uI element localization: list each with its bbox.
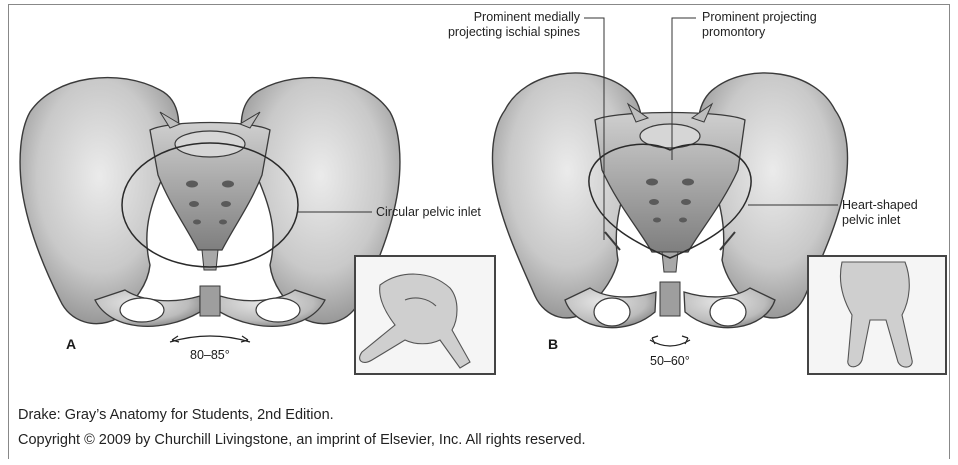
circular-inlet-label: Circular pelvic inlet [376,205,481,220]
caption-copyright: Copyright © 2009 by Churchill Livingston… [18,432,586,448]
subpubic-angle-arc [170,336,250,342]
panel-letter-b: B [548,336,558,352]
pubic-symphysis [660,282,680,316]
female-pelvis [20,78,400,342]
caption-source: Drake: Gray’s Anatomy for Students, 2nd … [18,407,334,423]
l5-vertebral-body [175,131,245,157]
ischial-spines-label: Prominent medially projecting ischial sp… [448,10,580,40]
left-obturator-foramen [594,298,630,326]
pubic-symphysis [200,286,220,316]
male-pelvis [492,73,847,346]
subpubic-angle-arc [650,340,690,346]
right-obturator-foramen [710,298,746,326]
left-obturator-foramen [120,298,164,322]
panel-letter-a: A [66,336,76,352]
angle-label-a: 80–85° [190,348,230,362]
promontory-label: Prominent projecting promontory [702,10,817,40]
right-obturator-foramen [256,298,300,322]
heart-inlet-label: Heart-shaped pelvic inlet [842,198,918,228]
angle-label-b: 50–60° [650,354,690,368]
left-ilium [20,78,179,324]
